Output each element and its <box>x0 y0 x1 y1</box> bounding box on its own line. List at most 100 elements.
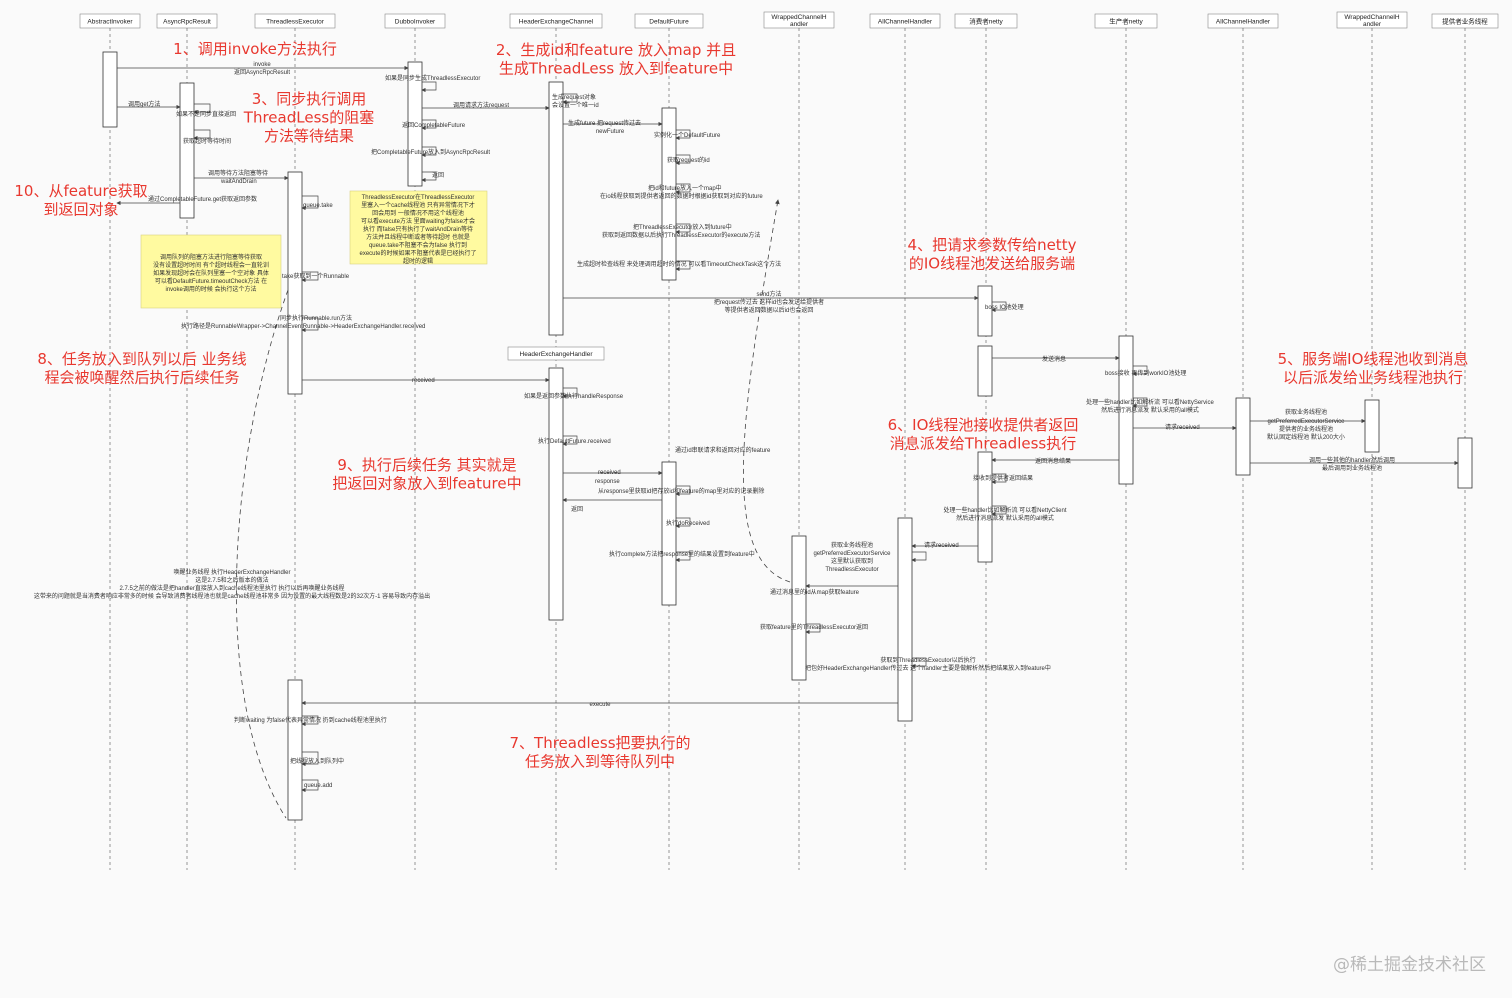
note-line: 回会用到 一般情况不用这个线程池 <box>372 209 464 217</box>
msg-label: 获取到ThreadlessExecutor以后执行 <box>880 656 975 664</box>
msg-label: 把包好HeaderExchangeHandler传过去 这个handler主要是… <box>805 664 1051 672</box>
annotation-a8: 程会被唤醒然后执行后续任务 <box>44 369 239 387</box>
message-labels: invoke 返回AsyncRpcResult 如果是同步生成Threadles… <box>128 62 1395 789</box>
note-line: 如果发现超时会在队列里塞一个空对象 具体 <box>153 269 269 277</box>
msg-label: 从response里获取id把存放id和feature的map里对应的记录删除 <box>598 487 764 495</box>
sticky-note-threadless <box>349 190 488 265</box>
msg-label: 获取业务线程池 <box>1285 408 1327 416</box>
msg-label: 发送消息 <box>1042 355 1066 363</box>
participant-label-consumer-netty: 消费者netty <box>969 17 1003 26</box>
msg-label: received <box>598 470 621 476</box>
msg-label: 把request传过去 这样id也会发送给提供者 <box>714 298 824 306</box>
msg-label: getPreferredExecutorService <box>1267 419 1345 425</box>
msg-label: 最后调用到业务线程池 <box>1322 464 1382 472</box>
lifelines <box>109 28 1466 870</box>
participant-headers: AbstractInvoker AsyncRpcResult Threadles… <box>79 11 1499 29</box>
note-line: 超时的逻辑 <box>403 257 433 265</box>
annotation-a7: 任务放入到等待队列中 <box>525 753 675 771</box>
msg-label: queue.add <box>304 783 332 789</box>
sticky-note-queue <box>140 234 282 309</box>
msg-label: invoke <box>253 62 271 68</box>
participant-label-headerexchangechannel: HeaderExchangeChannel <box>519 19 594 26</box>
participant-label-threadlessexecutor: ThreadlessExecutor <box>266 19 325 26</box>
note-line: ThreadlessExecutor在ThreadlessExecutor <box>362 193 475 201</box>
msg-label: 返回 <box>432 172 444 179</box>
note-line: 里塞入一个cache线程池 只有异常情况下才 <box>361 201 475 209</box>
msg-label: take获取到一个Runnable <box>282 272 350 280</box>
msg-label: 获取到返回数据以后执行ThreadlessExecutor的execute方法 <box>602 231 760 239</box>
watermark: @稀土掘金技术社区 <box>1333 955 1486 975</box>
annotation-a10: 到返回对象 <box>43 201 118 219</box>
msg-label: 这里默认获取到 <box>831 557 873 565</box>
annotation-a4: 的IO线程池发送给服务端 <box>909 255 1075 273</box>
annotation-a6: 消息派发给Threadless执行 <box>890 435 1076 453</box>
annotation-a3: 3、同步执行调用 <box>252 90 367 108</box>
msg-label: 然后进行消息派发 默认采用的all模式 <box>956 514 1054 522</box>
note-line: 执行 而false只有执行了waitAndDrain等待 <box>363 225 473 233</box>
note-line: 没有设置超时时间 有个超时线程会一直轮训 <box>153 261 269 269</box>
annotation-a2: 2、生成id和feature 放入map 并且 <box>496 41 736 59</box>
participant-label-allchannelhandler-1: AllChannelHandler <box>878 19 933 26</box>
msg-label: 返回AsyncRpcResult <box>234 69 290 76</box>
annotation-a3: 方法等待结果 <box>264 127 354 145</box>
msg-label: 会设置一个唯一id <box>552 101 599 109</box>
msg-label: getPreferredExecutorService <box>813 551 891 557</box>
participant-label-provider-business-thread: 提供者业务线程 <box>1442 17 1488 26</box>
participant-label-abstractinvoker: AbstractInvoker <box>87 19 133 26</box>
msg-label: response <box>595 479 620 485</box>
msg-label: 调用请求方法request <box>453 101 509 109</box>
msg-label: 获取request的id <box>667 156 710 164</box>
msg-label: 获取feature里的ThreadlessExecutor返回 <box>760 623 868 631</box>
annotation-a1: 1、调用invoke方法执行 <box>173 40 337 58</box>
annotation-a3: ThreadLess的阻塞 <box>243 109 374 127</box>
wakeup-note-text: 唤醒业务线程 执行HeaderExchangeHandler这是2.7.5和之后… <box>34 568 430 600</box>
msg-label: execute <box>589 702 611 708</box>
participant-label-defaultfuture: DefaultFuture <box>649 19 689 26</box>
note-line: 唤醒业务线程 执行HeaderExchangeHandler <box>173 568 290 576</box>
msg-label: 获取超时等待时间 <box>183 137 231 145</box>
msg-label: 如果不是同步直接返回 <box>176 110 236 118</box>
msg-label: 把ThreadlessExecutor放入到future中 <box>633 223 732 231</box>
msg-label: 实例化一个DefaultFuture <box>654 131 721 139</box>
msg-label: 提供者的业务线程池 <box>1279 425 1333 433</box>
participant-label-allchannelhandler-2: AllChannelHandler <box>1216 19 1271 26</box>
msg-label: 返回消息结果 <box>1035 457 1071 465</box>
msg-label: 生成超时检查线程 来处理调用超时的情况 可以看TimeoutCheckTask这… <box>577 260 781 268</box>
annotation-a5: 5、服务端IO线程池收到消息 <box>1278 350 1469 368</box>
msg-label: 然后进行消息派发 默认采用的all模式 <box>1101 406 1199 414</box>
annotation-a6: 6、IO线程池接收提供者返回 <box>888 416 1079 434</box>
sticky-note-threadless-text: ThreadlessExecutor在ThreadlessExecutor里塞入… <box>359 193 476 265</box>
annotation-a2: 生成ThreadLess 放入到feature中 <box>499 60 733 78</box>
msg-label: 判断waiting 为false代表异常情况 扔到cache线程池里执行 <box>234 716 387 724</box>
annotation-a9: 9、执行后续任务 其实就是 <box>337 456 516 474</box>
annotation-a10: 10、从feature获取 <box>14 182 147 200</box>
dashed-flow-arrows <box>236 199 791 819</box>
annotation-a8: 8、任务放入到队列以后 业务线 <box>37 350 246 368</box>
msg-label: 在io线程获取到提供者返回的数据时根据id获取到对应的future <box>600 192 763 200</box>
note-line: execute的时候如果不阻塞代表是已经执行了 <box>359 249 476 257</box>
msg-label: 把线程放入到队列中 <box>290 757 344 765</box>
msg-label: boss接收 再传到workIO池处理 <box>1105 369 1186 377</box>
msg-label: 如果是同步生成ThreadlessExecutor <box>385 74 480 82</box>
msg-label: 执行complete方法把response里的结果设置到feature中 <box>609 550 755 558</box>
msg-label: boss IO池处理 <box>985 303 1024 311</box>
msg-label: 接收到提供者返回结果 <box>973 474 1033 482</box>
msg-label: ThreadlessExecutor <box>825 567 878 573</box>
annotation-a4: 4、把请求参数传给netty <box>908 236 1077 254</box>
msg-label: 把CompletableFuture放入到AsyncRpcResult <box>371 148 490 156</box>
msg-label: 获取业务线程池 <box>831 541 873 549</box>
msg-label: newFuture <box>596 129 625 135</box>
activation-bars <box>102 51 1473 821</box>
msg-label: 同步执行Runnable.run方法 <box>280 314 352 322</box>
msg-label: waitAndDrain <box>220 179 257 185</box>
msg-label: 调用一些其他的handler然后调用 <box>1309 456 1395 464</box>
msg-label: 执行路径是RunnableWrapper->ChannelEventRunnab… <box>181 322 425 330</box>
participant-label-dubboinvoker: DubboInvoker <box>395 19 436 26</box>
msg-label: 处理一些handler比如解析流 可以看NettyService <box>1086 398 1214 406</box>
msg-label: queue.take <box>303 203 333 209</box>
note-line: 这带来的问题就是当消费者响应非常多的时候 会导致消费者线程池也就是cache线程… <box>34 592 430 600</box>
